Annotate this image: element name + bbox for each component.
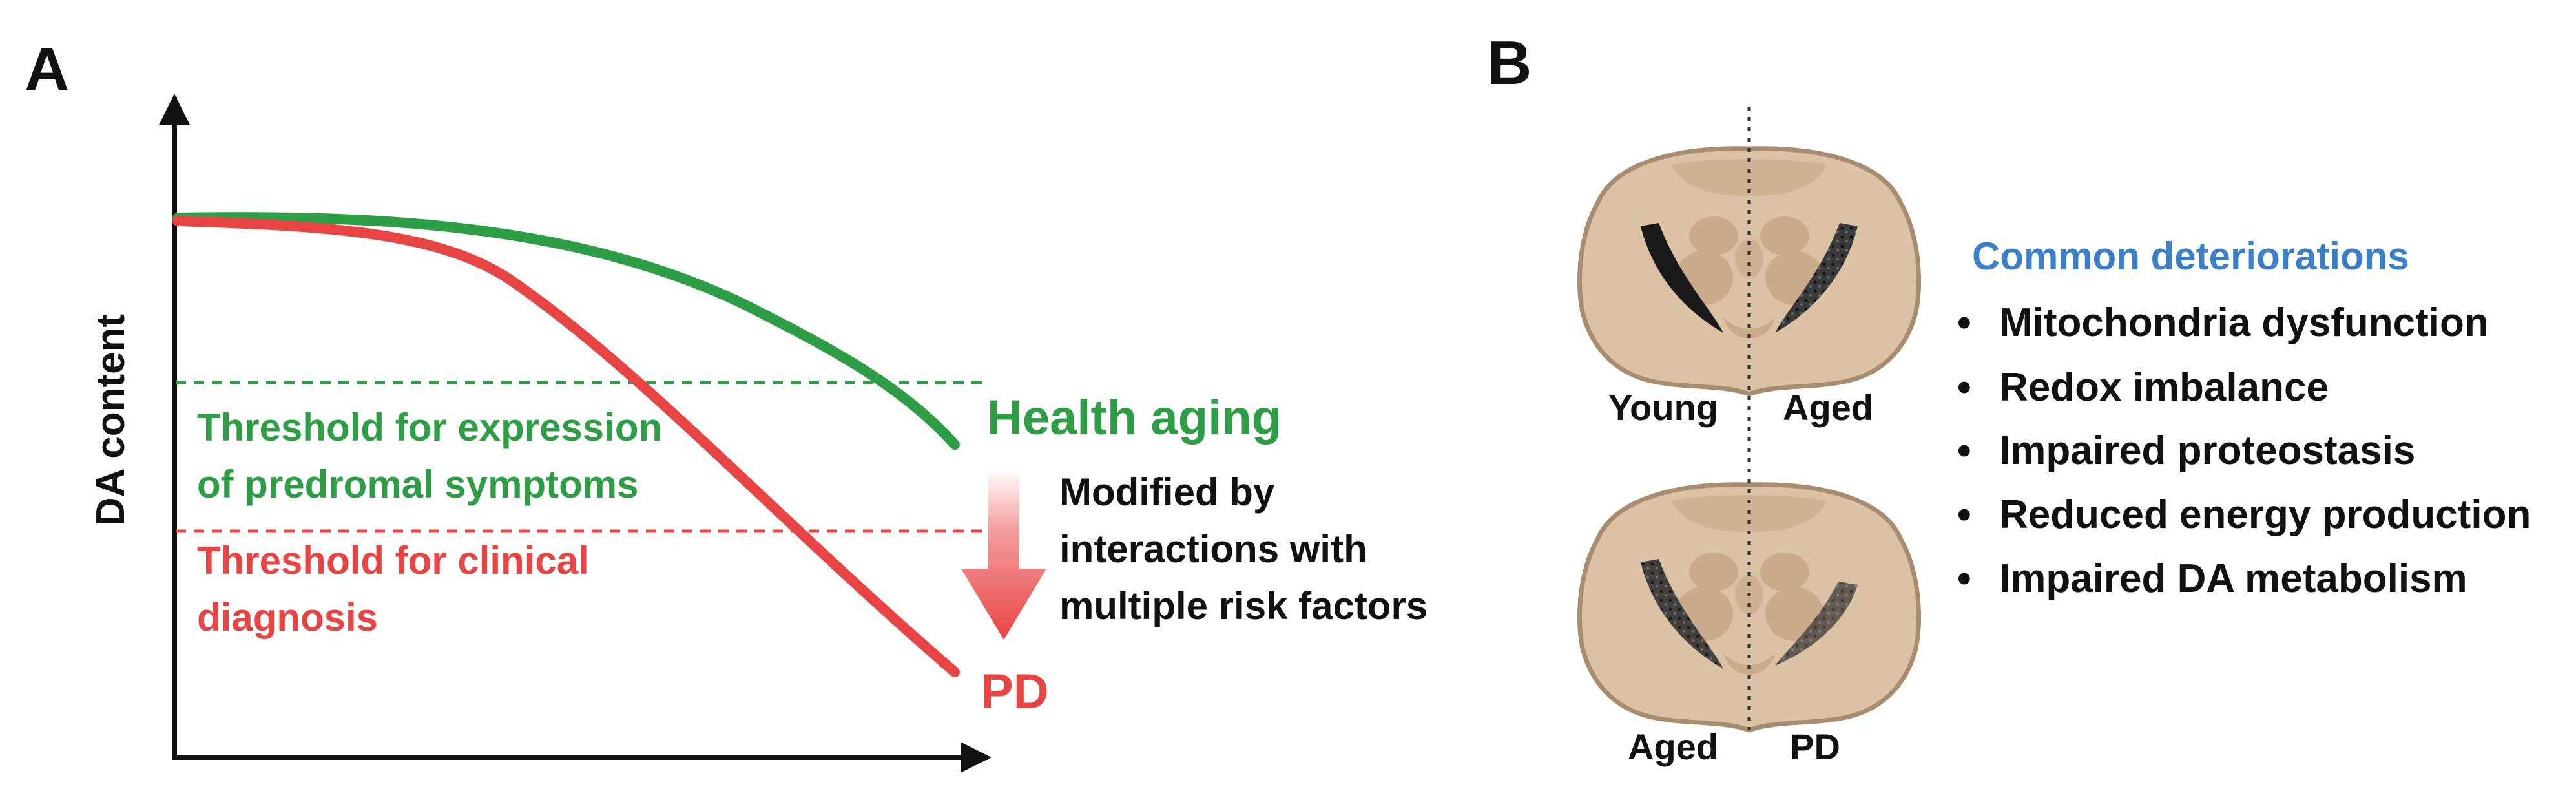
list-bullet: • — [1957, 300, 1971, 345]
threshold-prodromal-label: Threshold for expression of predromal sy… — [197, 406, 673, 506]
list-bullet: • — [1957, 428, 1971, 473]
list-item: Impaired proteostasis — [1999, 428, 2415, 473]
panel-a: A DA content Threshold for expression of… — [25, 35, 1428, 773]
list-title: Common deteriorations — [1972, 235, 2409, 278]
threshold-clinical-label: Threshold for clinical diagnosis — [197, 539, 599, 639]
list-bullet: • — [1957, 365, 1971, 410]
label-pd: PD — [1790, 726, 1840, 767]
panel-a-letter: A — [25, 35, 69, 104]
label-young: Young — [1608, 387, 1718, 428]
brain-top — [1579, 149, 1918, 394]
label-aged-bottom: Aged — [1628, 726, 1718, 767]
substantia-nigra-aged — [1775, 223, 1858, 333]
substantia-nigra-pd — [1775, 582, 1858, 666]
substantia-nigra-young — [1641, 223, 1723, 333]
pd-label: PD — [981, 664, 1049, 719]
substantia-nigra-aged-2 — [1641, 559, 1723, 669]
panel-b: B Young Aged Aged PD Common deterioratio… — [1487, 28, 2531, 767]
list-bullet: • — [1957, 492, 1971, 537]
health-aging-label: Health aging — [987, 390, 1282, 445]
list-item: Reduced energy production — [1999, 492, 2531, 537]
panel-b-letter: B — [1487, 28, 1532, 98]
list-item: Mitochondria dysfunction — [1999, 300, 2489, 345]
y-axis-label: DA content — [88, 314, 133, 526]
curve-health-aging — [172, 212, 960, 450]
modifier-text: Modified by interactions with multiple r… — [1059, 470, 1428, 627]
list-item: Redox imbalance — [1999, 365, 2329, 410]
label-aged-top: Aged — [1783, 387, 1873, 428]
down-arrow — [961, 469, 1046, 640]
list-item: Impaired DA metabolism — [1999, 556, 2467, 601]
brain-bottom — [1579, 485, 1918, 730]
list-bullet: • — [1957, 556, 1971, 601]
deterioration-list: • Mitochondria dysfunction • Redox imbal… — [1957, 300, 2531, 601]
curve-pd — [172, 216, 960, 677]
